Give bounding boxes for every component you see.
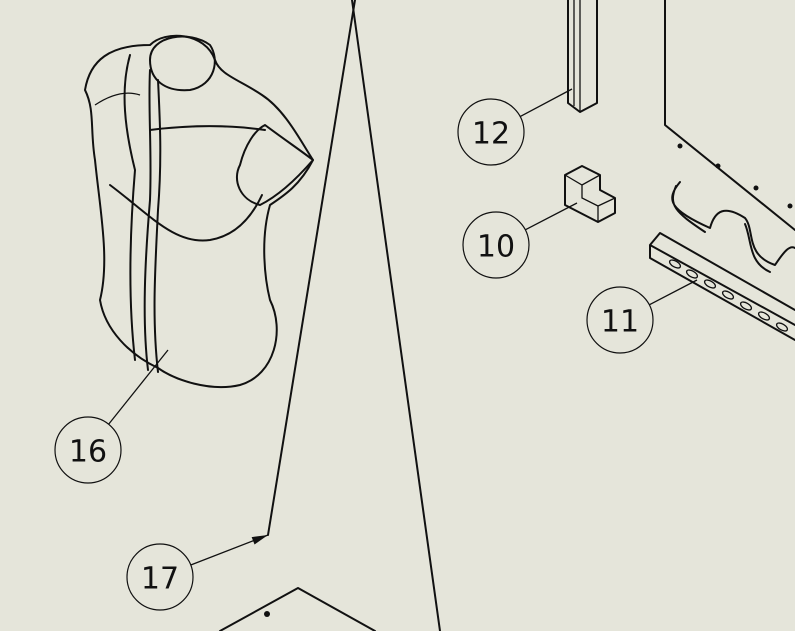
balloon-17: 17: [126, 534, 269, 611]
balloon-label: 16: [69, 435, 107, 470]
balloon-label: 12: [472, 117, 510, 152]
back-panel: [664, 0, 795, 231]
balloon-12: 12: [457, 88, 573, 166]
leader-line: [524, 202, 578, 231]
support-rod: [267, 0, 441, 631]
balloon-11: 11: [586, 279, 698, 354]
hook-rack: [671, 181, 795, 273]
leader-arrow-icon: [251, 535, 268, 545]
leader-line: [108, 349, 169, 425]
base-hole: [264, 611, 270, 617]
balloon-16: 16: [54, 349, 169, 484]
mannequin-torso: [84, 34, 314, 389]
balloon-label: 10: [477, 230, 515, 265]
balloon-circle: [126, 543, 194, 611]
slotted-rail: [649, 232, 795, 341]
corner-bracket: [564, 165, 616, 223]
balloon-10: 10: [462, 202, 578, 279]
balloon-label: 17: [141, 562, 179, 597]
upright-post: [567, 0, 598, 113]
leader-line: [519, 88, 573, 118]
base-plate: [219, 587, 376, 631]
balloon-circle: [54, 416, 122, 484]
balloon-circle: [462, 211, 530, 279]
balloon-label: 11: [601, 305, 639, 340]
leader-line: [648, 279, 698, 306]
balloon-circle: [586, 286, 654, 354]
balloon-circle: [457, 98, 525, 166]
